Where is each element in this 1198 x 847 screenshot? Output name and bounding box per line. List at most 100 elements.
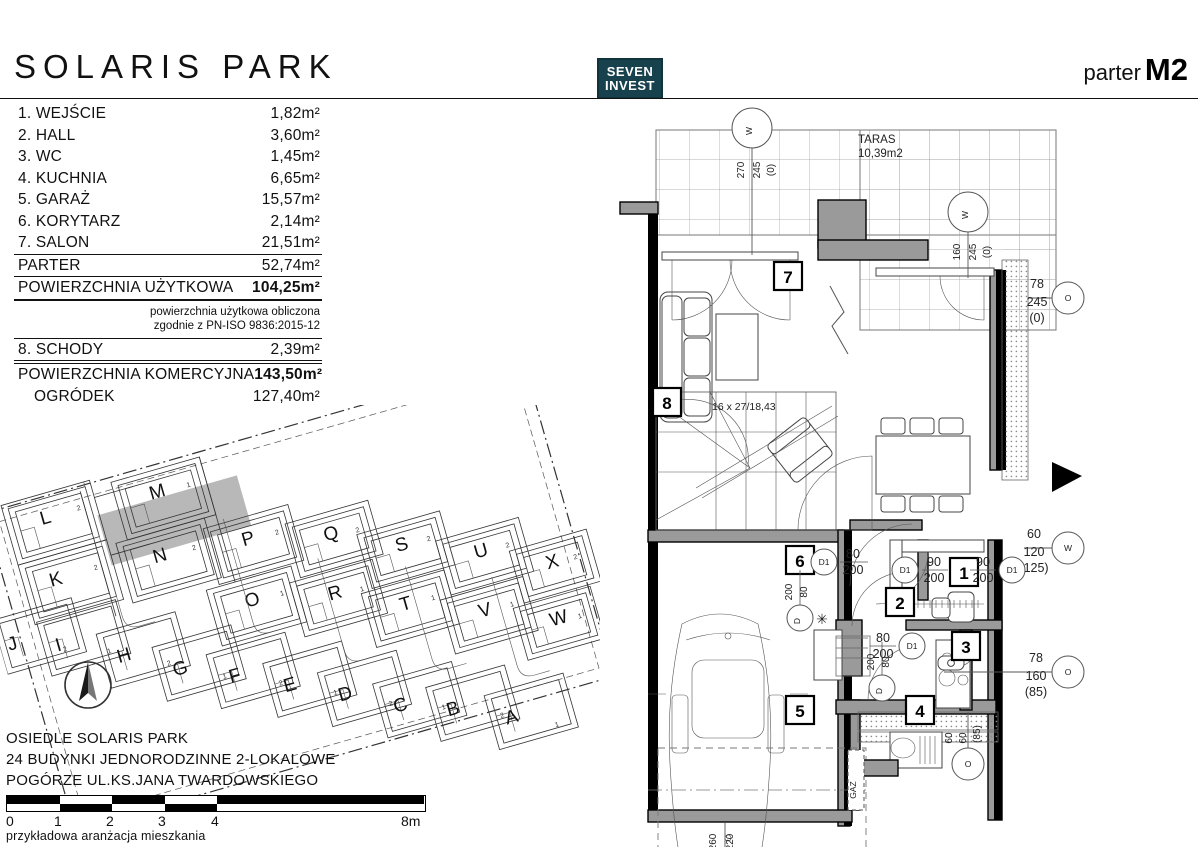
stairs-name: 8. SCHODY <box>18 340 104 358</box>
usable-area-name: POWIERZCHNIA UŻYTKOWA <box>18 279 234 296</box>
subtotal-name: PARTER <box>18 256 81 274</box>
area-table: 1. WEJŚCIE 1,82m² 2. HALL 3,60m² 3. WC 1… <box>14 103 322 407</box>
opening-callout-door-3: D1 80 200 <box>810 547 868 577</box>
site-unit-F[interactable]: F <box>226 665 243 688</box>
site-unit-X[interactable]: X <box>543 550 561 574</box>
opening-1-id: W <box>744 127 754 135</box>
garage-door-height: 220 <box>725 833 736 847</box>
door-6-height: 80 <box>881 656 892 668</box>
site-unit-H[interactable]: H <box>115 644 134 668</box>
seven-invest-logo: SEVEN INVEST <box>597 58 663 99</box>
floor-label: parter <box>1083 60 1141 85</box>
room-name: 7. SALON <box>18 234 90 251</box>
project-info: OSIEDLE SOLARIS PARK 24 BUDYNKI JEDNOROD… <box>6 728 336 791</box>
room-marker-1[interactable]: 1 <box>948 556 980 588</box>
svg-text:1: 1 <box>222 673 228 681</box>
divider <box>14 360 322 361</box>
room-marker-2[interactable]: 2 <box>884 586 916 618</box>
opening-4-width: 60 <box>1027 527 1041 541</box>
garden-name: OGRÓDEK <box>34 387 115 405</box>
scale-tick-4: 4 <box>211 813 219 829</box>
door-5-width: 200 <box>784 583 795 600</box>
room-marker-4[interactable]: 4 <box>904 694 936 726</box>
site-unit-U[interactable]: U <box>472 540 491 564</box>
project-type: 24 BUDYNKI JEDNORODZINNE 2-LOKALOWE <box>6 751 336 768</box>
room-marker-5[interactable]: 5 <box>784 694 816 726</box>
site-unit-P[interactable]: P <box>239 527 257 551</box>
commercial-area-name: POWIERZCHNIA KOMERCYJNA <box>18 366 255 383</box>
site-unit-R[interactable]: R <box>326 581 345 605</box>
opening-callout-door-4: D1 80 200 <box>870 631 926 661</box>
site-unit-I[interactable]: I <box>53 635 64 657</box>
scale-bar-labels: 0 1 2 3 4 8m <box>6 813 442 831</box>
door-1-id: D1 <box>900 565 911 575</box>
table-row: 3. WC 1,45m² <box>14 146 322 168</box>
site-unit-L[interactable]: L <box>38 507 54 530</box>
site-unit-A[interactable]: A <box>503 706 521 730</box>
opening-6-sill: (85) <box>972 725 983 743</box>
site-unit-W[interactable]: W <box>547 606 570 631</box>
opening-3-sill: (0) <box>1029 311 1044 325</box>
opening-callout-door-1: D1 90 200 <box>891 555 948 585</box>
table-row: 4. KUCHNIA 6,65m² <box>14 168 322 190</box>
opening-1-width: 270 <box>736 161 747 178</box>
site-plan-row-bottom <box>0 597 579 751</box>
room-area: 2,14m² <box>270 212 320 230</box>
opening-5-sill: (85) <box>1025 685 1047 699</box>
divider <box>14 276 322 277</box>
table-row: 5. GARAŻ 15,57m² <box>14 189 322 211</box>
opening-callout-window-4: W 60 120 (125) <box>1019 527 1085 575</box>
site-unit-M[interactable]: M <box>147 480 168 505</box>
opening-callout-door-2: D1 90 200 <box>970 555 1026 585</box>
room-name: 5. GARAŻ <box>18 191 91 208</box>
divider <box>14 337 322 339</box>
scale-bar-track <box>6 795 426 812</box>
door-2-width: 90 <box>976 555 990 569</box>
room-area: 21,51m² <box>261 234 320 251</box>
garden-area: 127,40m² <box>252 387 320 405</box>
gas-box-label: GAZ <box>848 781 858 798</box>
site-plan-cluster-mn <box>79 456 236 617</box>
site-unit-V[interactable]: V <box>476 599 494 623</box>
room-marker-7[interactable]: 7 <box>772 260 804 292</box>
opening-5-id: O <box>1065 667 1072 677</box>
svg-text:2: 2 <box>166 660 172 668</box>
site-unit-D[interactable]: D <box>336 682 355 706</box>
garage-car <box>648 613 867 847</box>
room-marker-8[interactable]: 8 <box>651 386 683 418</box>
site-unit-Q[interactable]: Q <box>321 522 341 546</box>
svg-text:1: 1 <box>430 595 436 603</box>
svg-text:1: 1 <box>107 648 113 656</box>
door-6-id: D <box>874 688 884 694</box>
opening-callout-door-6: D 200 80 <box>866 642 896 702</box>
opening-6-id: O <box>965 759 972 769</box>
site-unit-S[interactable]: T <box>397 593 414 616</box>
site-unit-B[interactable]: B <box>444 698 462 722</box>
door-3-height: 200 <box>843 563 864 577</box>
opening-1-height: 245 <box>752 161 763 178</box>
unit-label: M2 <box>1144 52 1188 87</box>
opening-callout-window-3: O 78 245 (0) <box>1027 277 1085 325</box>
site-unit-N[interactable]: N <box>150 544 169 568</box>
terrace-label: TARAS <box>858 134 896 146</box>
site-unit-J[interactable]: J <box>5 633 20 656</box>
room-marker-5-label: 5 <box>795 702 804 721</box>
terrace-area: TARAS 10,39m2 <box>655 129 1057 331</box>
svg-text:2: 2 <box>278 680 284 688</box>
room-marker-4-label: 4 <box>915 702 925 721</box>
stairs-area: 2,39m² <box>270 340 320 358</box>
site-unit-O[interactable]: O <box>242 588 262 612</box>
room-area: 1,45m² <box>270 148 320 165</box>
room-marker-3[interactable]: 3 <box>950 630 982 662</box>
site-unit-T[interactable]: S <box>393 533 411 557</box>
site-unit-C[interactable]: C <box>391 694 410 718</box>
room-area: 15,57m² <box>261 191 320 208</box>
room-marker-6[interactable]: 6 <box>784 544 816 576</box>
site-unit-E[interactable]: E <box>281 673 299 697</box>
project-name: OSIEDLE SOLARIS PARK <box>6 730 189 747</box>
site-unit-K[interactable]: K <box>47 568 65 592</box>
site-unit-G[interactable]: G <box>170 657 190 681</box>
svg-text:2: 2 <box>505 542 511 550</box>
table-row: 2. HALL 3,60m² <box>14 125 322 147</box>
